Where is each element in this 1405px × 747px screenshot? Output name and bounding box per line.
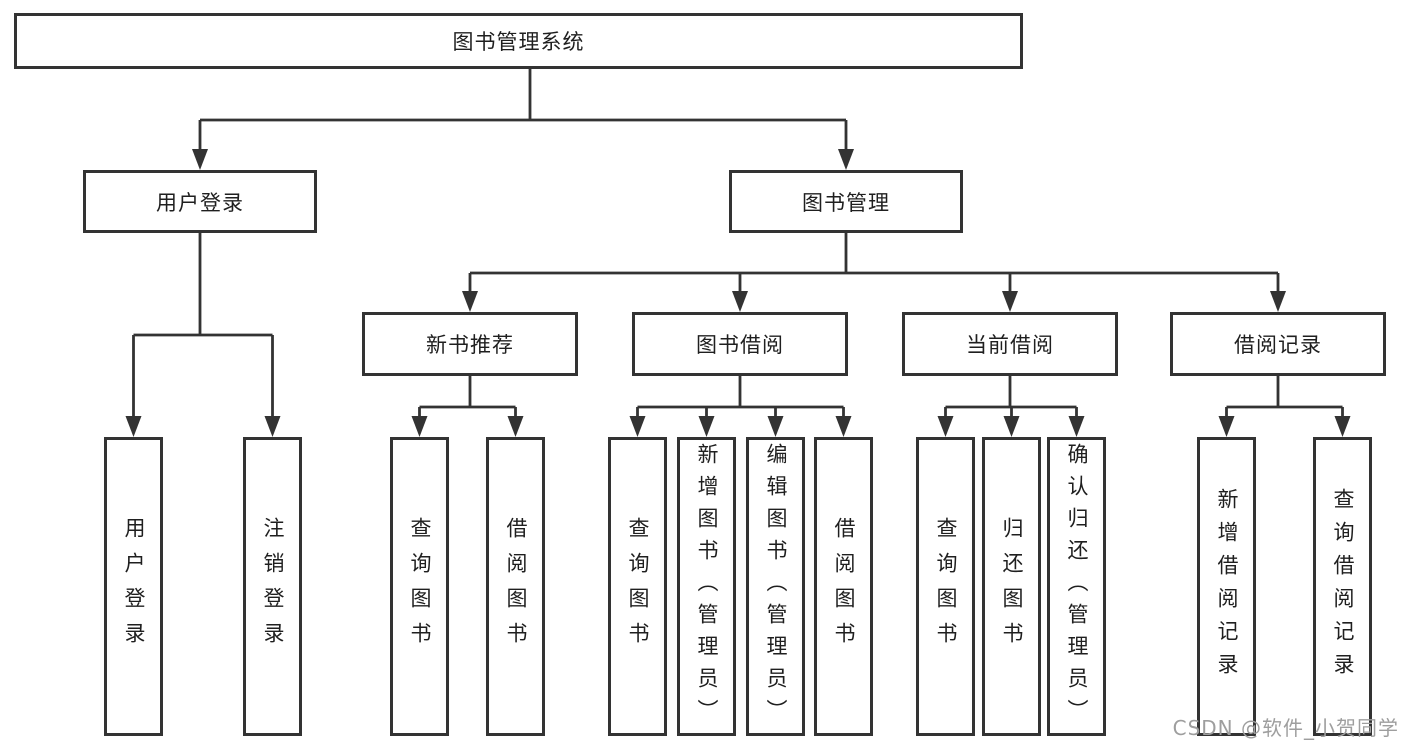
leaf-label: 新增图书（管理员） [695, 442, 719, 731]
leaf-label: 归还图书 [1000, 516, 1024, 657]
leaf-label: 确认归还（管理员） [1065, 442, 1089, 731]
node-label: 图书管理系统 [452, 30, 585, 54]
leaf-current-query-books: 查询图书 [916, 437, 975, 736]
arrowhead-icons [125, 149, 1351, 437]
node-book-borrow: 图书借阅 [632, 312, 848, 376]
leaf-label: 新增借阅记录 [1215, 487, 1239, 686]
leaf-records-add-record: 新增借阅记录 [1197, 437, 1256, 736]
leaf-label: 查询图书 [934, 516, 958, 657]
leaf-user-login: 用户登录 [104, 437, 163, 736]
leaf-label: 查询图书 [626, 516, 650, 657]
node-book-management: 图书管理 [729, 170, 963, 233]
leaf-label: 查询借阅记录 [1331, 487, 1355, 686]
node-root-library-system: 图书管理系统 [14, 13, 1023, 69]
node-label: 新书推荐 [426, 333, 514, 357]
leaf-label: 编辑图书（管理员） [764, 442, 788, 731]
node-label: 用户登录 [156, 190, 244, 215]
leaf-borrow-add-books-admin: 新增图书（管理员） [677, 437, 736, 736]
node-label: 图书借阅 [696, 333, 784, 357]
leaf-label: 注销登录 [261, 516, 285, 657]
leaf-logout: 注销登录 [243, 437, 302, 736]
leaf-records-query-record: 查询借阅记录 [1313, 437, 1372, 736]
node-borrow-records: 借阅记录 [1170, 312, 1386, 376]
node-label: 图书管理 [802, 190, 890, 215]
leaf-current-return-books: 归还图书 [982, 437, 1041, 736]
node-user-login: 用户登录 [83, 170, 317, 233]
leaf-borrow-edit-books-admin: 编辑图书（管理员） [746, 437, 805, 736]
node-current-borrow: 当前借阅 [902, 312, 1118, 376]
leaf-recommend-query-books: 查询图书 [390, 437, 449, 736]
tree-edges [132, 69, 1344, 418]
leaf-label: 用户登录 [122, 516, 146, 657]
leaf-current-confirm-return-admin: 确认归还（管理员） [1047, 437, 1106, 736]
csdn-watermark: CSDN @软件_小贺同学 [1172, 716, 1399, 740]
leaf-label: 借阅图书 [832, 516, 856, 657]
leaf-label: 借阅图书 [504, 516, 528, 657]
leaf-borrow-query-books: 查询图书 [608, 437, 667, 736]
leaf-label: 查询图书 [408, 516, 432, 657]
leaf-recommend-borrow-books: 借阅图书 [486, 437, 545, 736]
node-new-book-recommend: 新书推荐 [362, 312, 578, 376]
node-label: 当前借阅 [966, 333, 1054, 357]
leaf-borrow-borrow-books: 借阅图书 [814, 437, 873, 736]
node-label: 借阅记录 [1234, 333, 1322, 357]
